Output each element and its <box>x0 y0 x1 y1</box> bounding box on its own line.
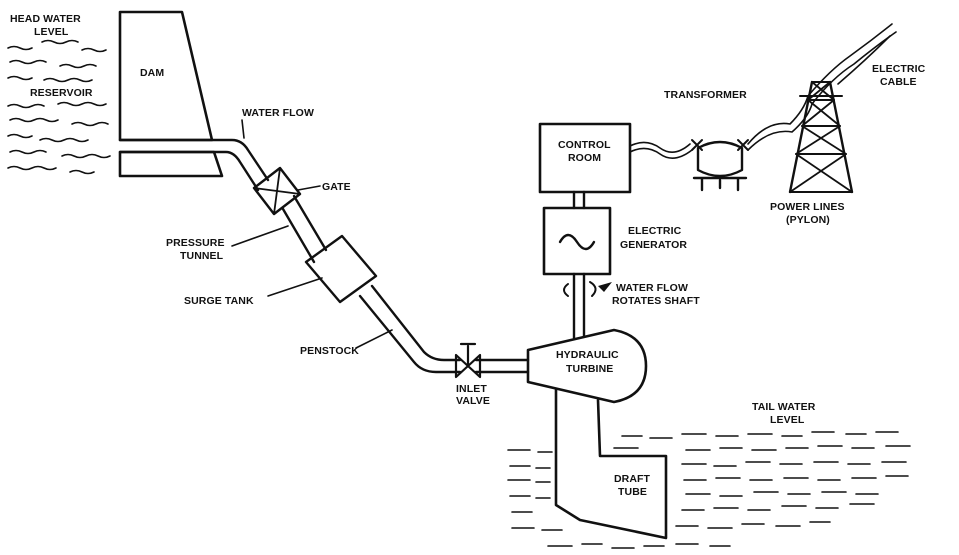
label-draft-tube-1: DRAFT <box>614 473 651 485</box>
label-hydraulic-turbine-1: HYDRAULIC <box>556 349 619 361</box>
reservoir-water <box>7 39 111 175</box>
label-water-flow-top: WATER FLOW <box>242 107 314 119</box>
label-draft-tube-2: TUBE <box>618 486 647 498</box>
draft-tube <box>554 388 668 540</box>
label-tail-water-1: TAIL WATER <box>752 401 816 413</box>
label-head-water-1: HEAD WATER <box>10 13 81 25</box>
gate <box>252 166 302 216</box>
label-head-water-2: LEVEL <box>34 26 69 38</box>
label-inlet-valve-2: VALVE <box>456 395 490 407</box>
leader-lines <box>231 119 393 349</box>
label-dam: DAM <box>140 67 164 79</box>
surge-tank <box>304 234 378 304</box>
penstock-pipe <box>358 284 530 374</box>
label-electric-generator-1: ELECTRIC <box>628 225 682 237</box>
inlet-valve <box>454 342 482 379</box>
label-electric-cable-2: CABLE <box>880 76 917 88</box>
label-water-flow-shaft-1: WATER FLOW <box>616 282 688 294</box>
tail-water <box>507 431 911 549</box>
diagram-labels: HEAD WATER LEVEL DAM RESERVOIR WATER FLO… <box>10 13 926 498</box>
pylon <box>788 80 854 194</box>
label-pressure-tunnel-2: TUNNEL <box>180 250 224 262</box>
label-power-lines-1: POWER LINES <box>770 201 845 213</box>
label-electric-cable-1: ELECTRIC <box>872 63 926 75</box>
electric-generator <box>542 206 612 276</box>
transformer <box>691 139 749 192</box>
label-control-room-2: ROOM <box>568 152 601 164</box>
label-gate: GATE <box>322 181 351 193</box>
sine-wave-icon <box>558 233 596 251</box>
label-pressure-tunnel-1: PRESSURE <box>166 237 225 249</box>
label-power-lines-2: (PYLON) <box>786 214 830 226</box>
label-reservoir: RESERVOIR <box>30 87 93 99</box>
turbine-shaft <box>572 190 586 340</box>
label-inlet-valve-1: INLET <box>456 383 487 395</box>
label-tail-water-2: LEVEL <box>770 414 805 426</box>
label-surge-tank: SURGE TANK <box>184 295 254 307</box>
curved-arrow-icon <box>563 281 612 297</box>
label-hydraulic-turbine-2: TURBINE <box>566 363 613 375</box>
label-penstock: PENSTOCK <box>300 345 359 357</box>
control-room <box>538 122 632 194</box>
pressure-tunnel-pipe <box>118 138 328 264</box>
label-control-room-1: CONTROL <box>558 139 611 151</box>
label-transformer: TRANSFORMER <box>664 89 747 101</box>
hydraulic-turbine <box>526 328 648 404</box>
label-electric-generator-2: GENERATOR <box>620 239 687 251</box>
label-water-flow-shaft-2: ROTATES SHAFT <box>612 295 700 307</box>
